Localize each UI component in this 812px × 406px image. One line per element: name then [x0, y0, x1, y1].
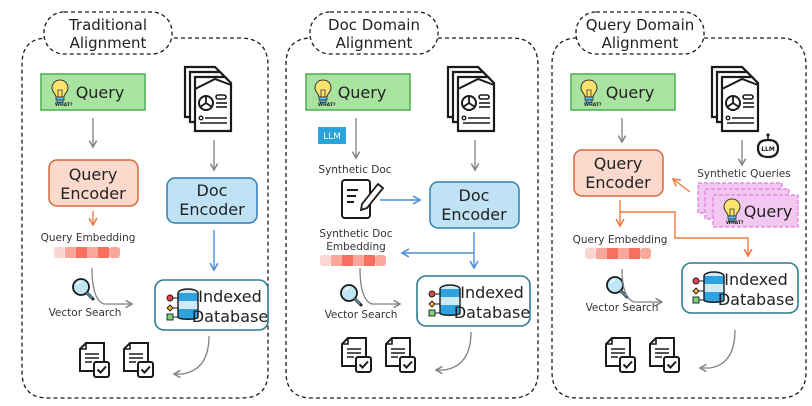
- panel-query-domain-alignment: Query Domain Alignment WHAT? Query Query…: [551, 11, 807, 399]
- embedding-cell: [342, 255, 353, 266]
- embedding-label: Query Embedding: [41, 232, 136, 244]
- vector-search-label: Vector Search: [325, 309, 398, 321]
- doc-encoder-box: [429, 181, 520, 229]
- query-encoder-line2: Encoder: [60, 184, 126, 203]
- query-label: Query: [76, 83, 125, 102]
- embedding-cell: [320, 255, 331, 266]
- embedding-cell: [629, 248, 640, 259]
- panel-border: [285, 37, 539, 399]
- database-line1: Indexed: [460, 283, 524, 302]
- arrow-database-to-results: [698, 329, 736, 373]
- embedding-cell: [98, 247, 109, 258]
- document-stack-icon: [183, 65, 233, 133]
- retrieved-document-icon: [605, 337, 636, 373]
- magnifier-icon: [339, 283, 363, 307]
- database-line2: Database: [454, 303, 530, 322]
- embedding-cell: [640, 248, 651, 259]
- embedding-cell: [353, 255, 364, 266]
- arrow-encoder-to-embedding: [400, 232, 475, 258]
- document-stack-icon: [446, 65, 496, 133]
- synthetic-doc-label: Synthetic Doc: [318, 164, 391, 176]
- vector-search-label: Vector Search: [49, 307, 122, 319]
- panel-title-line2: Alignment: [336, 34, 413, 52]
- embedding-cell: [585, 248, 596, 259]
- doc-encoder-line1: Doc: [197, 181, 228, 200]
- panel-title-line1: Doc Domain: [328, 16, 420, 34]
- query-encoder-line1: Query: [594, 154, 643, 173]
- arrow-database-to-results: [434, 331, 472, 375]
- query-encoder-box: [573, 149, 664, 197]
- query-label: Query: [606, 83, 655, 102]
- doc-encoder-line1: Doc: [459, 186, 490, 205]
- doc-encoder-line2: Encoder: [441, 205, 507, 224]
- embedding-cell: [331, 255, 342, 266]
- retrieved-document-icon: [649, 337, 680, 373]
- llm-badge-label: LLM: [323, 132, 341, 142]
- embedding-cell: [364, 255, 375, 266]
- panel-traditional-alignment: Traditional Alignment WHAT? Query Query …: [21, 11, 269, 399]
- llm-robot-icon: LLM: [756, 133, 780, 159]
- embedding-cell: [54, 247, 65, 258]
- arrow-vector-search: [91, 267, 134, 309]
- document-stack-icon: [710, 65, 760, 133]
- synthetic-queries-stack: WHAT? Query: [697, 182, 799, 228]
- retrieved-document-icon: [341, 337, 372, 373]
- panel-title-bubble: [309, 11, 439, 55]
- magnifier-icon: [71, 277, 95, 301]
- panel-doc-domain-alignment: Doc Domain Alignment WHAT? Query LLM Syn…: [285, 11, 539, 399]
- embedding-cell: [76, 247, 87, 258]
- embedding-cell: [375, 255, 386, 266]
- embedding-label: Query Embedding: [573, 234, 668, 246]
- synthetic-doc-icon: [341, 179, 385, 219]
- database-line2: Database: [192, 307, 268, 326]
- embedding-cell: [109, 247, 120, 258]
- database-line2: Database: [718, 290, 794, 309]
- panel-title-bubble: [575, 11, 705, 55]
- arrow-synthetic-queries-to-encoder: [671, 178, 691, 193]
- arrow-database-to-results: [172, 335, 210, 379]
- embedding-cell: [87, 247, 98, 258]
- database-line1: Indexed: [724, 270, 788, 289]
- panel-title-line2: Alignment: [602, 34, 679, 52]
- arrow-encoder-to-database: [620, 211, 753, 258]
- synthetic-query-label: Query: [744, 202, 793, 221]
- embedding-cell: [618, 248, 629, 259]
- arrow-vector-search: [621, 268, 664, 307]
- query-encoder-box: [48, 159, 139, 207]
- arrow-vector-search: [359, 267, 402, 309]
- retrieved-document-icon: [79, 342, 110, 378]
- what-caption: WHAT?: [55, 102, 73, 108]
- retrieved-document-icon: [385, 337, 416, 373]
- panel-title-bubble: [43, 11, 173, 55]
- embedding-cell: [596, 248, 607, 259]
- database-line1: Indexed: [198, 287, 262, 306]
- vector-search-label: Vector Search: [586, 302, 659, 314]
- panel-title-line1: Traditional: [68, 16, 147, 34]
- embedding-label-line1: Synthetic Doc: [319, 228, 392, 240]
- embedding-label-line2: Embedding: [326, 241, 386, 253]
- embedding-cell: [607, 248, 618, 259]
- synthetic-doc-embedding-bar: [320, 255, 386, 266]
- panel-title-line2: Alignment: [70, 34, 147, 52]
- llm-robot-label: LLM: [761, 146, 775, 153]
- what-caption: WHAT?: [318, 102, 336, 108]
- query-embedding-bar: [585, 248, 651, 259]
- query-encoder-line1: Query: [69, 165, 118, 184]
- retrieved-document-icon: [123, 342, 154, 378]
- doc-encoder-box: [166, 177, 258, 224]
- query-label: Query: [338, 83, 387, 102]
- embedding-cell: [65, 247, 76, 258]
- query-encoder-line2: Encoder: [585, 173, 651, 192]
- what-caption: WHAT?: [726, 220, 744, 226]
- panel-title-line1: Query Domain: [586, 16, 695, 34]
- what-caption: WHAT?: [584, 102, 602, 108]
- query-embedding-bar: [54, 247, 120, 258]
- doc-encoder-line2: Encoder: [179, 200, 245, 219]
- llm-badge: [318, 127, 346, 144]
- synthetic-queries-label: Synthetic Queries: [697, 168, 790, 180]
